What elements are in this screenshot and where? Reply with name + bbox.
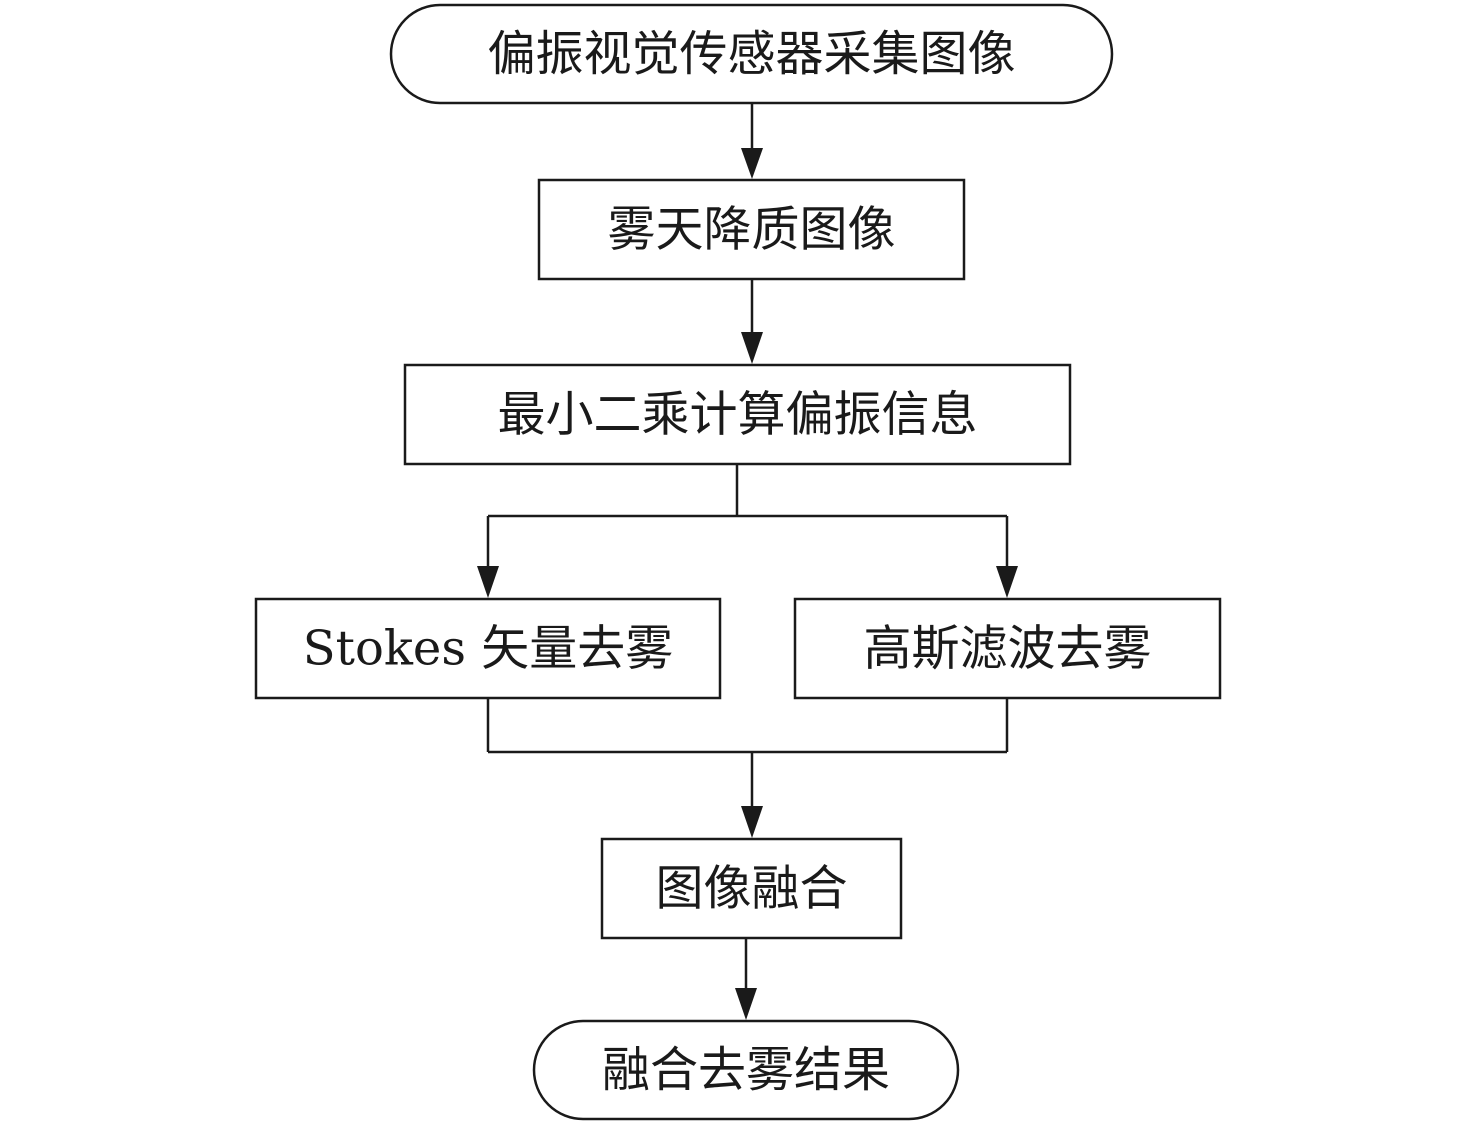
terminal-start-shape [389,3,1114,105]
node-result: 融合去雾结果 [532,1019,960,1121]
connectors [477,103,1018,1020]
node-result-label: 融合去雾结果 [602,1042,890,1098]
node-stokes-dehaze: Stokes 矢量去雾 [254,597,722,700]
node-image-fusion: 图像融合 [600,837,903,940]
node-capture: 偏振视觉传感器采集图像 [389,3,1114,105]
arrowhead-stokes [477,566,499,598]
node-gaussian-dehaze-label: 高斯滤波去雾 [863,621,1151,677]
node-least-squares-label: 最小二乘计算偏振信息 [497,387,977,443]
process-box-least-squares [403,363,1072,466]
terminal-end-shape [532,1019,960,1121]
process-box-gaussian-dehaze [793,597,1222,700]
process-box-hazy-image [537,178,966,281]
arrowhead-gaussian [996,566,1018,598]
arrowhead-result [735,988,757,1020]
arrowhead-hazy [741,148,763,179]
node-image-fusion-label: 图像融合 [655,861,847,917]
node-stokes-dehaze-label: Stokes 矢量去雾 [303,621,673,677]
node-capture-label: 偏振视觉传感器采集图像 [487,26,1015,82]
process-box-stokes-dehaze [254,597,722,700]
arrowhead-least-squares [741,332,763,364]
node-least-squares: 最小二乘计算偏振信息 [403,363,1072,466]
node-gaussian-dehaze: 高斯滤波去雾 [793,597,1222,700]
process-box-image-fusion [600,837,903,940]
node-hazy-image: 雾天降质图像 [537,178,966,281]
node-hazy-image-label: 雾天降质图像 [607,202,895,258]
arrowhead-fusion [741,806,763,838]
